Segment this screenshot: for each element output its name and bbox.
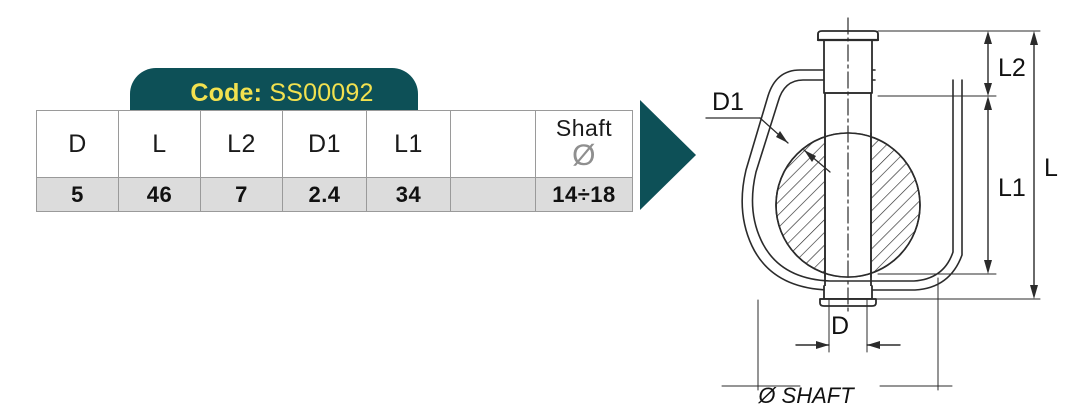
header-cell-d1: D1 [282,110,367,178]
wire-ring-outer [741,69,963,291]
extension-lines [721,30,1041,391]
value-cell-d: 5 [36,177,119,212]
dimension-l [1030,31,1038,299]
header-cell-l2: L2 [200,110,283,178]
specification-table: D L L2 D1 L1 Shaft Ø 5 46 7 2.4 34 [36,110,633,212]
dimension-l1 [984,96,992,274]
shaft-header-content: Shaft Ø [536,117,632,171]
diameter-icon: Ø [572,139,596,172]
dimension-d [795,341,901,349]
header-cell-l: L [118,110,201,178]
label-l1: L1 [998,174,1026,202]
label-shaft-diameter: Ø SHAFT [757,383,855,408]
label-l2: L2 [998,54,1026,82]
value-cell-l2: 7 [200,177,283,212]
table-row: 5 46 7 2.4 34 14÷18 [36,177,633,212]
header-cell-d: D [36,110,119,178]
header-cell-shaft: Shaft Ø [535,110,633,178]
product-code-line: Code: SS00092 [174,78,374,107]
header-cell-empty [450,110,536,178]
table-header-row: D L L2 D1 L1 Shaft Ø [36,110,633,178]
header-cell-l1: L1 [366,110,451,178]
technical-drawing: D1 L2 L1 L D Ø SHAFT [700,0,1080,415]
arrow-right-icon [640,100,696,210]
wire-ring-inner [751,79,954,282]
product-code-label: Code: [190,78,263,107]
label-d1: D1 [712,88,744,116]
value-cell-l: 46 [118,177,201,212]
dimension-l2 [984,31,992,96]
label-l: L [1044,154,1058,182]
product-code-value: SS00092 [269,78,374,107]
value-cell-shaft: 14÷18 [535,177,633,212]
value-cell-l1: 34 [366,177,451,212]
specification-block: Code: SS00092 D L L2 D1 L1 Sha [36,68,696,212]
label-d: D [831,312,849,340]
callout-d1 [705,117,831,173]
product-code-banner: Code: SS00092 [130,68,418,118]
shaft-header-word: Shaft [555,115,613,141]
value-cell-d1: 2.4 [282,177,367,212]
value-cell-empty [450,177,536,212]
